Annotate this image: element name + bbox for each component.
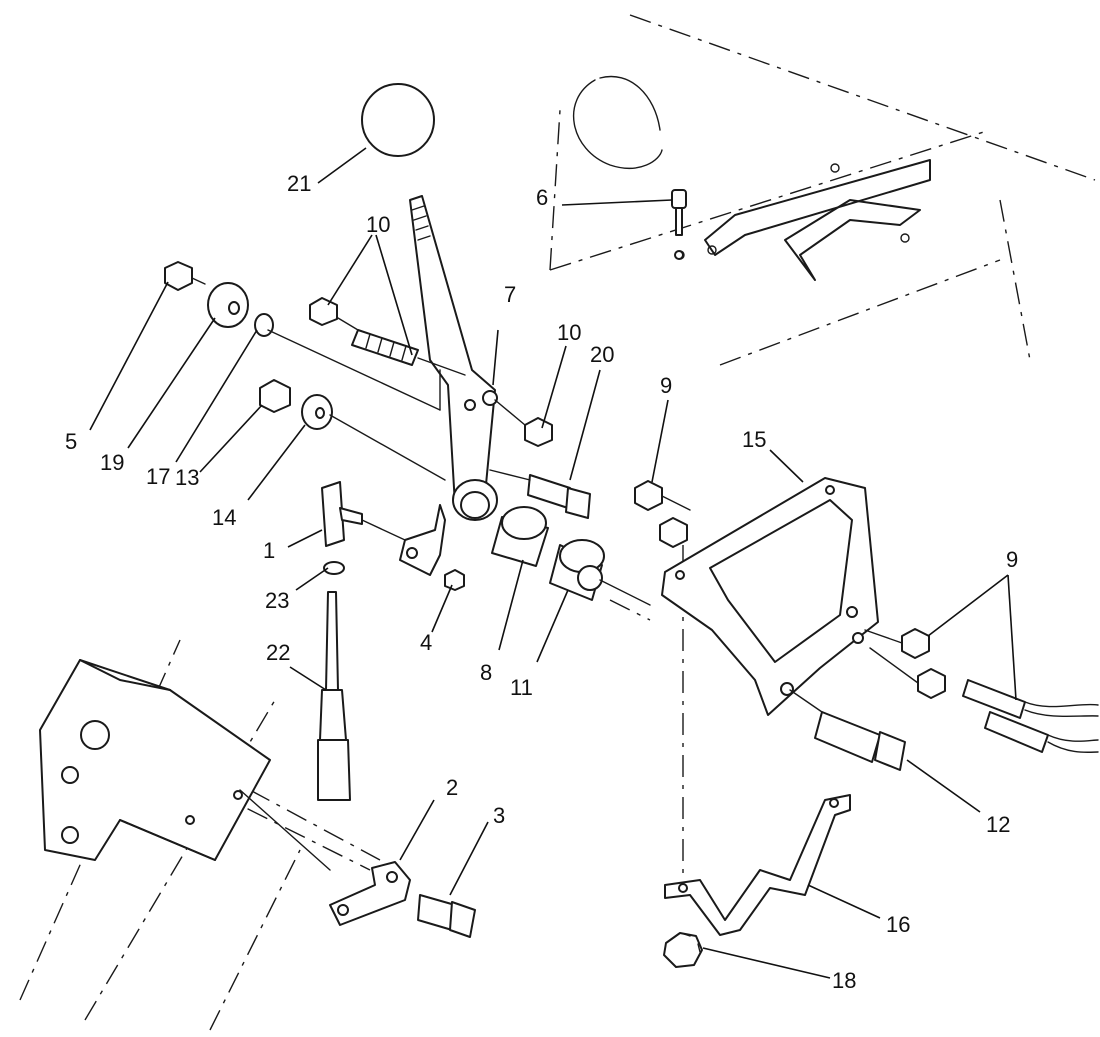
callout-23: 23 <box>265 588 289 613</box>
switch-plug-lower <box>984 711 1099 753</box>
leader-lines <box>89 147 1017 979</box>
callout-5: 5 <box>65 429 77 454</box>
washer-19 <box>207 282 249 328</box>
cable-end-1 <box>321 481 363 547</box>
nut-13 <box>259 379 291 413</box>
callout-9-top: 9 <box>660 373 672 398</box>
cable-clamp-2 <box>329 861 411 926</box>
switch-plug-upper <box>962 679 1099 719</box>
nut-10-upper <box>309 297 338 326</box>
callout-7: 7 <box>504 282 516 307</box>
callout-1: 1 <box>263 538 275 563</box>
callout-4: 4 <box>420 630 432 655</box>
assembly-lines <box>191 277 919 871</box>
bushing-11 <box>549 539 605 601</box>
nut-9-top-a <box>634 480 663 511</box>
bolt-20 <box>527 474 591 519</box>
callout-22: 22 <box>266 640 290 665</box>
callout-6: 6 <box>536 185 548 210</box>
callout-labels: 1 2 3 4 5 6 7 8 9 9 10 10 11 12 13 14 15… <box>65 171 1018 993</box>
callout-10-upper: 10 <box>366 212 390 237</box>
bolt-3 <box>417 894 476 938</box>
frame-outline <box>19 14 1096 1031</box>
frame-mount-bracket <box>39 659 271 861</box>
shift-cable-22 <box>317 591 351 801</box>
callout-12: 12 <box>986 812 1010 837</box>
callout-15: 15 <box>742 427 766 452</box>
callout-3: 3 <box>493 803 505 828</box>
nut-4 <box>444 569 465 591</box>
callout-19: 19 <box>100 450 124 475</box>
nut-9-right-b <box>917 668 946 699</box>
callout-10-lower: 10 <box>557 320 581 345</box>
shift-knob <box>361 83 435 157</box>
callout-9-right: 9 <box>1006 547 1018 572</box>
nut-9-right-a <box>901 628 930 659</box>
strap-16 <box>664 794 851 936</box>
nut-9-top-b <box>659 517 688 548</box>
washer-14 <box>301 394 333 430</box>
washer-17 <box>254 313 274 337</box>
shift-bracket-15 <box>661 477 879 716</box>
lock-nut-18 <box>663 932 703 968</box>
nut-5 <box>164 261 193 291</box>
callout-8: 8 <box>480 660 492 685</box>
nut-10-lower <box>524 417 553 447</box>
callout-13: 13 <box>175 465 199 490</box>
shift-lever <box>399 195 498 576</box>
callout-11: 11 <box>510 675 533 700</box>
callout-2: 2 <box>446 775 458 800</box>
callout-21: 21 <box>287 171 311 196</box>
screw-6 <box>671 189 687 260</box>
callout-20: 20 <box>590 342 614 367</box>
stud-10 <box>351 329 419 366</box>
callout-18: 18 <box>832 968 856 993</box>
callout-17: 17 <box>146 464 170 489</box>
callout-14: 14 <box>212 505 236 530</box>
nut-23 <box>323 561 345 575</box>
bushing-8 <box>491 506 549 567</box>
bolt-12 <box>814 711 906 771</box>
callout-16: 16 <box>886 912 910 937</box>
